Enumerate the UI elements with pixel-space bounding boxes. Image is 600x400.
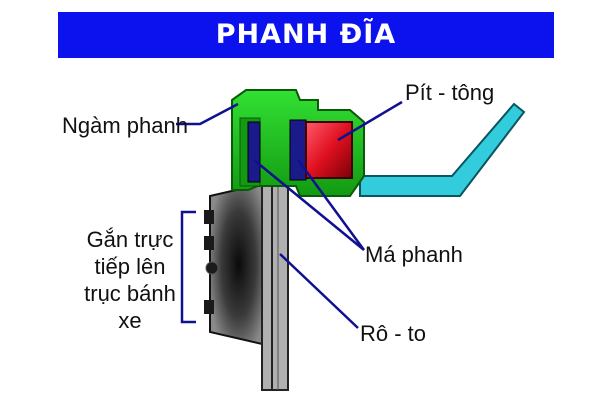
label-caliper: Ngàm phanh [62,113,188,138]
wheel-hub [204,182,263,346]
label-hub-mount: Gắn trực tiếp lên trục bánh xe [84,227,176,333]
leader-caliper [176,102,239,126]
wheel-stud [205,261,219,275]
leader-piston [337,100,403,142]
leader-rotor [279,253,359,329]
brake-pad-inner [247,121,261,183]
wheel-stud [204,236,214,250]
label-piston: Pít - tông [405,80,495,105]
leader-pad-outer [296,159,366,251]
brake-piston [305,121,353,179]
wheel-stud [204,300,214,314]
brake-line [359,102,526,197]
hub-bracket [180,210,196,324]
label-brake-pads: Má phanh [365,242,463,267]
wheel-stud [204,210,214,224]
title-bar: PHANH ĐĨA [58,12,554,58]
label-rotor: Rô - to [360,321,427,346]
diagram-title: PHANH ĐĨA [215,19,397,50]
leader-pad-inner [253,159,365,251]
brake-pad-outer [289,119,307,181]
leader-lines [176,100,403,329]
